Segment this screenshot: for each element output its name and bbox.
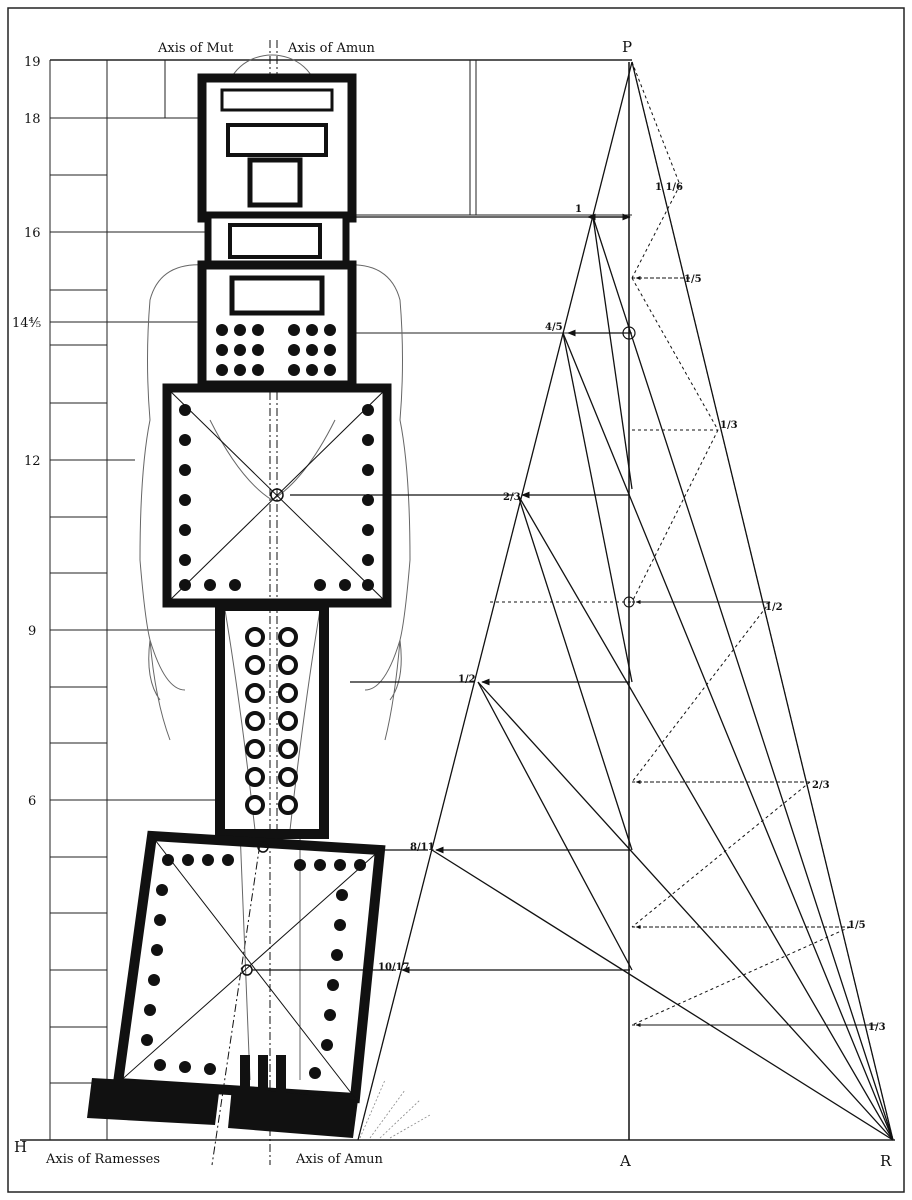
colonnade <box>215 601 329 839</box>
colonnade-columns <box>245 627 298 815</box>
fraction-right-2-3: 2/3 <box>812 780 830 791</box>
fraction-right-1-3-lower: 1/3 <box>868 1022 886 1033</box>
horizontal-arrows <box>252 213 631 974</box>
point-h-label: H <box>14 1138 27 1156</box>
pylon <box>87 1055 358 1138</box>
hall-columns <box>179 404 374 591</box>
scale-label-9: 9 <box>28 624 36 639</box>
forecourt-columns <box>141 854 366 1079</box>
fractions-left: 1 4/5 2/3 1/2 8/11 10/17 <box>378 204 582 973</box>
forecourt <box>112 830 386 1104</box>
construction-lines-solid <box>357 61 894 1141</box>
temple-sanctuary <box>197 73 357 390</box>
fraction-1-1-6: 1 1/6 <box>655 182 683 193</box>
scale-labels: 19 18 16 14⅘ 12 9 6 <box>12 55 42 809</box>
point-p-label: P <box>622 38 632 56</box>
axis-of-ramesses-label: Axis of Ramesses <box>45 1152 160 1167</box>
scale-label-18: 18 <box>24 112 41 127</box>
sanctuary-columns <box>216 324 336 376</box>
fraction-4-5: 4/5 <box>545 322 563 333</box>
scale-label-14-4-5: 14⅘ <box>12 316 42 331</box>
fraction-2-3: 2/3 <box>503 492 521 503</box>
point-a-label: A <box>619 1152 631 1170</box>
axis-of-amun-bottom-label: Axis of Amun <box>295 1152 384 1167</box>
fraction-right-1-3: 1/3 <box>720 420 738 431</box>
construction-lines-dashed <box>490 61 894 1141</box>
fraction-right-1-5: 1/5 <box>684 274 702 285</box>
fraction-1-2: 1/2 <box>458 674 476 685</box>
dashed-arrows <box>635 276 878 1027</box>
axis-of-amun-top-label: Axis of Amun <box>287 41 376 56</box>
scale-label-6: 6 <box>28 794 36 809</box>
axis-of-mut-label: Axis of Mut <box>157 41 234 56</box>
scale-label-12: 12 <box>24 454 41 469</box>
fractions-right: 1 1/6 1/5 1/3 1/2 2/3 1/5 1/3 <box>655 182 886 1033</box>
fraction-8-11: 8/11 <box>410 842 435 853</box>
point-r-label: R <box>880 1152 892 1170</box>
fraction-1: 1 <box>575 204 582 215</box>
base-hatching <box>359 1079 431 1139</box>
fraction-10-17: 10/17 <box>378 962 410 973</box>
outer-frame <box>7 7 905 1193</box>
left-grid <box>20 59 895 1141</box>
fraction-right-1-2: 1/2 <box>765 602 783 613</box>
scale-label-16: 16 <box>24 226 41 241</box>
fraction-right-1-5-lower: 1/5 <box>848 920 866 931</box>
scale-label-19: 19 <box>24 55 41 70</box>
